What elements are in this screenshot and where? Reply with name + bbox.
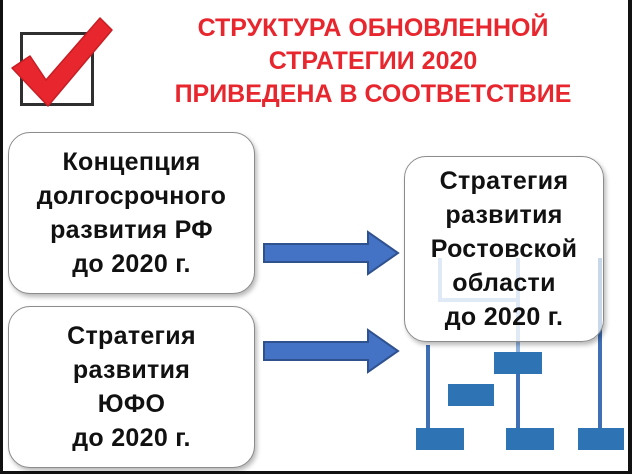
strategy-rostov-line-5: до 2020 г. [444, 303, 564, 331]
strategy-rostov-box: Стратегия развития Ростовской области до… [404, 156, 604, 342]
arrow-right-icon [263, 230, 400, 276]
title-line-3: ПРИВЕДЕНА В СООТВЕТСТВИЕ [174, 80, 572, 108]
title-line-2: СТРАТЕГИИ 2020 [268, 47, 478, 75]
strategy-rostov-line-4: области [452, 269, 556, 297]
concept-rf-line-4: до 2020 г. [72, 250, 191, 278]
org-block-bottom-3 [578, 428, 624, 450]
title-line-1: СТРУКТУРА ОБНОВЛЕННОЙ [197, 14, 549, 42]
org-block-top [494, 352, 542, 374]
checkmark-icon [11, 17, 113, 107]
concept-rf-line-1: Концепция [62, 148, 201, 176]
arrow-right-icon [263, 328, 400, 374]
concept-rf-box: Концепция долгосрочного развития РФ до 2… [8, 132, 255, 294]
strategy-yufo-box: Стратегия развития ЮФО до 2020 г. [8, 306, 255, 468]
org-block-mid [448, 384, 494, 406]
strategy-yufo-line-3: ЮФО [97, 390, 166, 418]
strategy-rostov-line-1: Стратегия [439, 167, 569, 195]
concept-rf-line-3: развития РФ [50, 216, 213, 244]
strategy-rostov-line-2: развития [445, 201, 563, 229]
strategy-yufo-line-1: Стратегия [67, 322, 196, 350]
strategy-yufo-line-2: развития [72, 356, 191, 384]
org-block-bottom-2 [506, 428, 554, 450]
strategy-yufo-line-4: до 2020 г. [72, 424, 191, 452]
checkbox-checked-icon [8, 10, 118, 110]
concept-rf-line-2: долгосрочного [36, 182, 227, 210]
strategy-rostov-line-3: Ростовской [430, 235, 578, 263]
slide-title: СТРУКТУРА ОБНОВЛЕННОЙ СТРАТЕГИИ 2020 ПРИ… [118, 12, 628, 111]
org-block-bottom-1 [416, 428, 464, 450]
